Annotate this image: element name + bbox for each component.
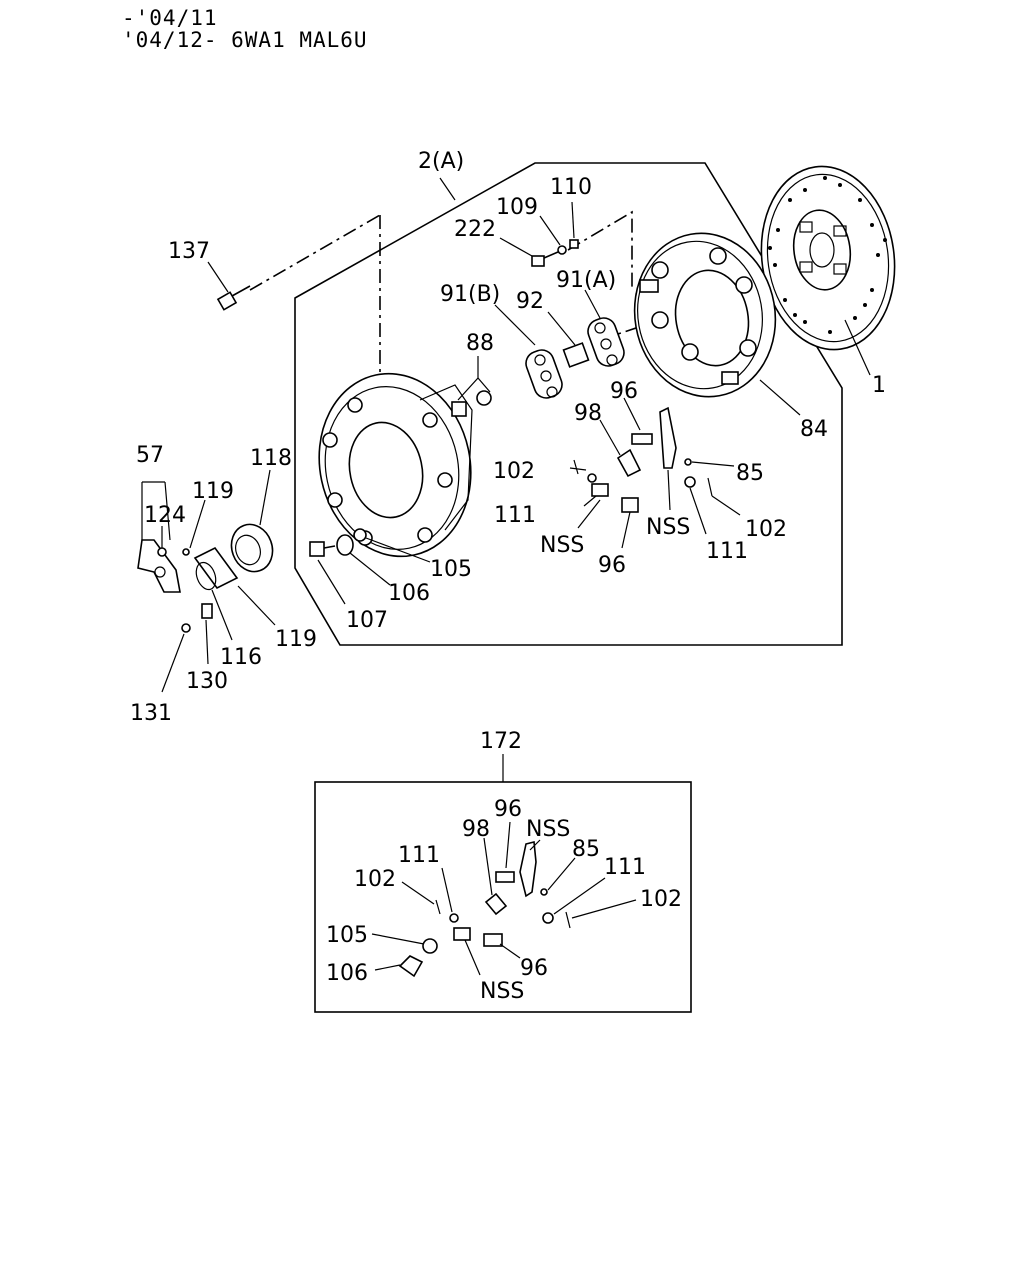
bolt-107 <box>309 541 346 605</box>
label-106a: 106 <box>388 581 430 606</box>
leader-2a <box>439 177 456 201</box>
center-line-right <box>567 210 633 290</box>
label-119b: 119 <box>275 627 317 652</box>
nut-110 <box>569 201 579 249</box>
kit-172-box <box>314 781 692 1013</box>
label-106b: 106 <box>326 961 368 986</box>
label-118: 118 <box>250 446 292 471</box>
pin-131 <box>161 623 191 693</box>
pin-130 <box>201 603 213 665</box>
label-98a: 98 <box>574 401 602 426</box>
spring-clip-119 <box>182 499 276 626</box>
label-91a: 91(A) <box>556 268 616 293</box>
label-137: 137 <box>168 239 210 264</box>
label-105b: 105 <box>326 923 368 948</box>
label-2a: 2(A) <box>418 149 464 174</box>
label-111b: 111 <box>706 539 748 564</box>
label-96a: 96 <box>610 379 638 404</box>
label-57: 57 <box>136 443 164 468</box>
lever-group-upper <box>569 397 741 549</box>
header-line-2: '04/12- 6WA1 MAL6U <box>122 28 368 52</box>
sleeve-116 <box>193 546 239 641</box>
label-107: 107 <box>346 608 388 633</box>
label-85b: 85 <box>572 837 600 862</box>
label-1: 1 <box>872 373 886 398</box>
strap-91b <box>494 304 563 399</box>
clutch-disc <box>760 165 896 376</box>
label-98b: 98 <box>462 817 490 842</box>
nut-105-upper <box>353 528 431 563</box>
label-102a: 102 <box>493 459 535 484</box>
label-102d: 102 <box>640 887 682 912</box>
plate-88 <box>451 356 492 417</box>
clutch-cover <box>318 372 473 558</box>
label-116: 116 <box>220 645 262 670</box>
release-bearing-118 <box>230 469 274 573</box>
label-109: 109 <box>496 195 538 220</box>
label-nssc: NSS <box>526 817 570 842</box>
label-111c: 111 <box>398 843 440 868</box>
label-130: 130 <box>186 669 228 694</box>
label-96d: 96 <box>520 956 548 981</box>
shift-fork-57 <box>137 481 181 593</box>
label-102c: 102 <box>354 867 396 892</box>
label-172: 172 <box>480 729 522 754</box>
label-111d: 111 <box>604 855 646 880</box>
label-110: 110 <box>550 175 592 200</box>
label-92: 92 <box>516 289 544 314</box>
label-91b: 91(B) <box>440 282 500 307</box>
label-96b: 96 <box>598 553 626 578</box>
bolt-222 <box>499 237 559 267</box>
label-119a: 119 <box>192 479 234 504</box>
washer-109 <box>539 215 567 255</box>
label-222: 222 <box>454 217 496 242</box>
pressure-plate <box>633 232 801 416</box>
label-85a: 85 <box>736 461 764 486</box>
label-nssd: NSS <box>480 979 524 1004</box>
header-line-1: -'04/11 <box>122 6 218 30</box>
label-nssb: NSS <box>540 533 584 558</box>
label-111a: 111 <box>494 503 536 528</box>
center-line-bolt <box>249 214 381 291</box>
spring-92 <box>547 311 590 368</box>
label-105a: 105 <box>430 557 472 582</box>
clip-124 <box>157 526 167 557</box>
label-84: 84 <box>800 417 828 442</box>
bolt-137 <box>207 261 251 311</box>
label-102b: 102 <box>745 517 787 542</box>
kit-172-parts <box>371 821 637 978</box>
label-124: 124 <box>144 503 186 528</box>
assembly-boundary <box>294 162 843 646</box>
label-88: 88 <box>466 331 494 356</box>
strap-91a <box>584 289 625 367</box>
label-nssa: NSS <box>646 515 690 540</box>
label-131: 131 <box>130 701 172 726</box>
label-96c: 96 <box>494 797 522 822</box>
washer-106-upper <box>336 534 391 586</box>
